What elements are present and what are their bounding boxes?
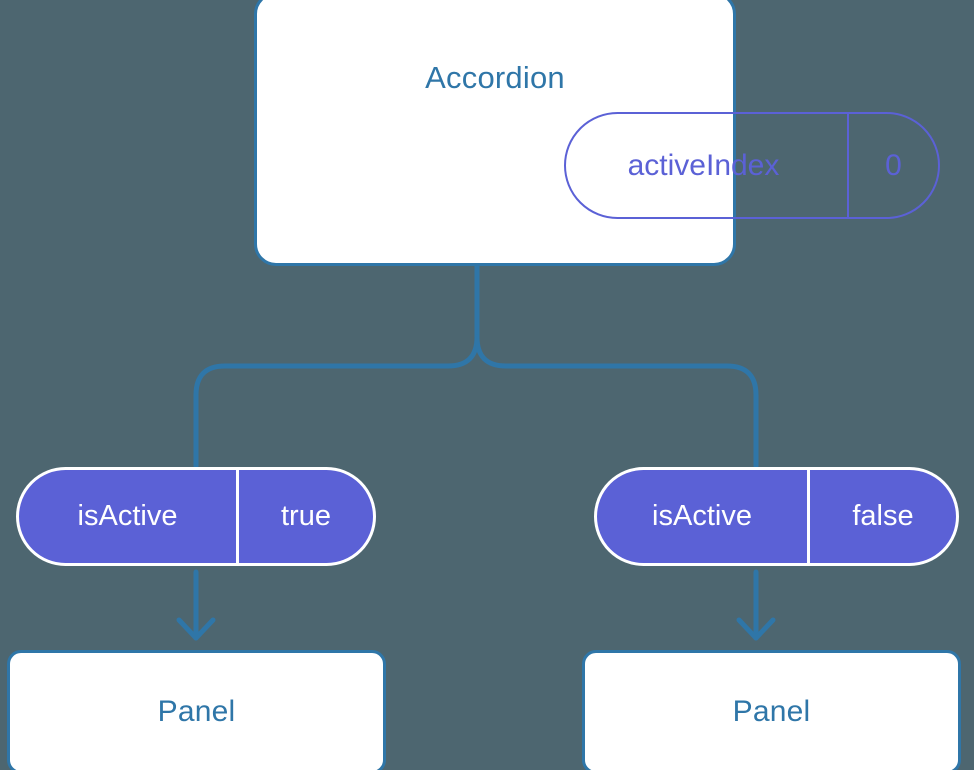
panel-component-card-right[interactable]: Panel <box>582 650 961 770</box>
arrow-head-left <box>176 617 216 641</box>
prop-value-is-active-right: false <box>807 470 956 563</box>
prop-pill-is-active-right[interactable]: isActive false <box>594 467 959 566</box>
arrow-head-right <box>736 617 776 641</box>
panel-title-left: Panel <box>157 695 236 728</box>
connector-branch-left <box>193 334 480 469</box>
prop-value-is-active-left: true <box>236 470 373 563</box>
accordion-title: Accordion <box>425 60 565 95</box>
prop-pill-active-index[interactable]: activeIndex 0 <box>564 112 940 219</box>
prop-value-active-index: 0 <box>847 114 938 217</box>
connector-branch-right <box>474 334 759 469</box>
panel-component-card-left[interactable]: Panel <box>7 650 386 770</box>
prop-key-active-index: activeIndex <box>627 148 780 182</box>
accordion-component-card[interactable]: Accordion activeIndex 0 <box>254 0 940 266</box>
prop-key-is-active-right: isActive <box>652 500 752 532</box>
prop-pill-is-active-left[interactable]: isActive true <box>16 467 376 566</box>
prop-key-is-active-left: isActive <box>77 500 178 532</box>
panel-title-right: Panel <box>732 695 811 728</box>
